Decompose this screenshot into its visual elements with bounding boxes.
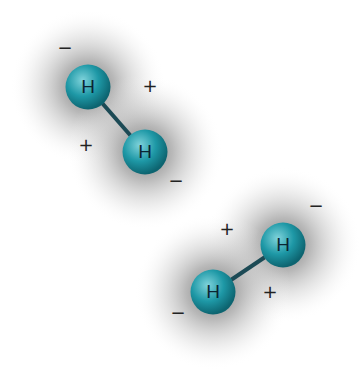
atom-symbol: H [65, 64, 111, 110]
atom-sphere [66, 65, 111, 110]
covalent-bond [231, 257, 264, 279]
charge-sign: + [78, 135, 93, 155]
charge-sign: − [308, 196, 323, 216]
hydrogen-atom: H [190, 269, 236, 315]
covalent-bond [103, 104, 131, 136]
atom-sphere [261, 223, 306, 268]
atom-sphere [123, 130, 168, 175]
hydrogen-atom: H [122, 129, 168, 175]
hydrogen-atom: H [260, 222, 306, 268]
atom-symbol: H [190, 269, 236, 315]
charge-sign: − [57, 38, 72, 58]
atom-symbol: H [260, 222, 306, 268]
charge-sign: − [170, 303, 185, 323]
charge-sign: + [219, 219, 234, 239]
charge-sign: − [168, 171, 183, 191]
hydrogen-atom: H [65, 64, 111, 110]
atom-sphere [191, 270, 236, 315]
atom-symbol: H [122, 129, 168, 175]
charge-sign: + [262, 282, 277, 302]
charge-sign: + [142, 76, 157, 96]
